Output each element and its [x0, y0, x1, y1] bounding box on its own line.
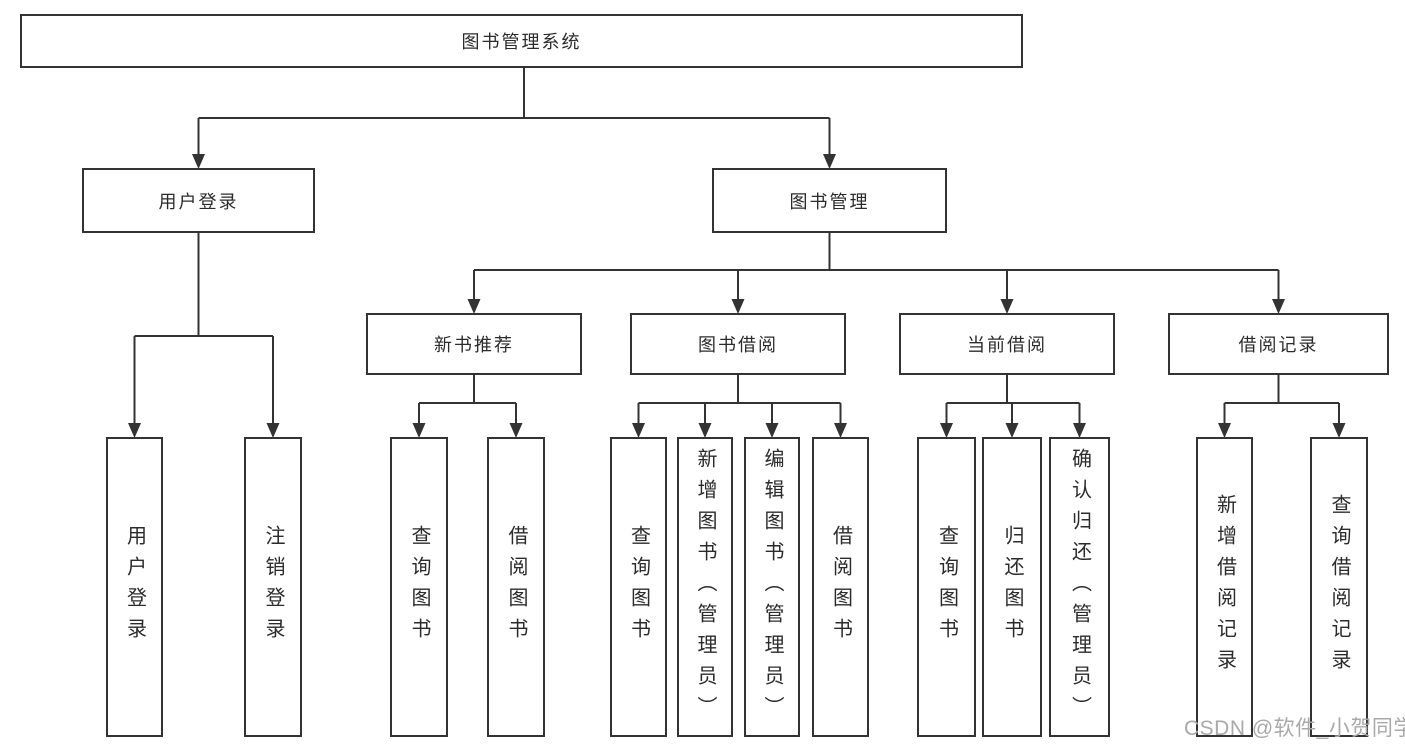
node-book-borrow: 图书借阅	[630, 313, 846, 375]
leaf-confirm-return-admin: 确认归还（管理员）	[1049, 437, 1110, 737]
leaf-query-books-current: 查询图书	[917, 437, 976, 737]
node-library-system: 图书管理系统	[20, 14, 1023, 68]
connector-lines	[133, 68, 1340, 424]
node-book-management: 图书管理	[712, 168, 947, 233]
node-current-borrow: 当前借阅	[899, 313, 1115, 375]
node-new-book-recommend: 新书推荐	[366, 313, 582, 375]
leaf-query-borrow-record: 查询借阅记录	[1310, 437, 1368, 737]
leaf-add-books-admin: 新增图书（管理员）	[677, 437, 733, 737]
leaf-logout: 注销登录	[244, 437, 302, 737]
leaf-edit-books-admin: 编辑图书（管理员）	[744, 437, 800, 737]
leaf-add-borrow-record: 新增借阅记录	[1196, 437, 1253, 737]
leaf-query-books-borrow: 查询图书	[610, 437, 667, 737]
leaf-return-books: 归还图书	[982, 437, 1042, 737]
leaf-user-login: 用户登录	[106, 437, 163, 737]
node-user-login: 用户登录	[82, 168, 315, 233]
leaf-query-books-recommend: 查询图书	[390, 437, 448, 737]
csdn-watermark: CSDN @软件_小贺同学	[1184, 717, 1405, 740]
leaf-borrow-books: 借阅图书	[812, 437, 869, 737]
node-borrow-records: 借阅记录	[1168, 313, 1389, 375]
leaf-borrow-books-recommend: 借阅图书	[487, 437, 545, 737]
